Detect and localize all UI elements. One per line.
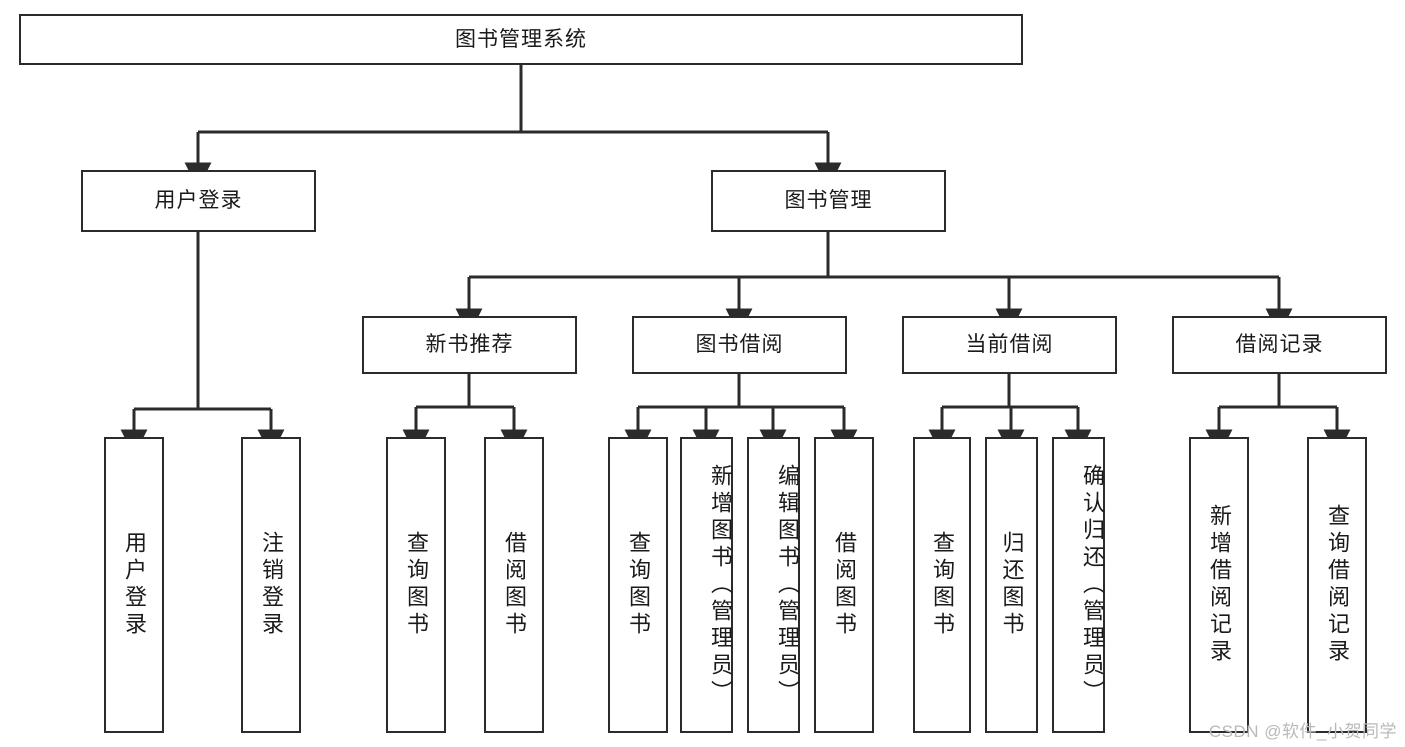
node-label: 查询借阅记录 (1325, 504, 1350, 666)
node-label: 借阅记录 (1235, 333, 1324, 357)
leaf-node-10[interactable]: 确认归还（管理员） (1052, 437, 1105, 733)
node-label: 新书推荐 (425, 333, 514, 357)
leaf-node-12[interactable]: 查询借阅记录 (1307, 437, 1367, 733)
node-label: 图书管理系统 (455, 27, 587, 51)
leaf-node-7[interactable]: 借阅图书 (814, 437, 874, 733)
node-label: 新增借阅记录 (1207, 504, 1232, 666)
node-label: 查询图书 (404, 531, 429, 639)
node-label: 查询图书 (626, 531, 651, 639)
level3-node-2[interactable]: 当前借阅 (902, 316, 1117, 374)
level3-node-0[interactable]: 新书推荐 (362, 316, 577, 374)
node-label: 查询图书 (930, 531, 955, 639)
level3-node-3[interactable]: 借阅记录 (1172, 316, 1387, 374)
leaf-node-11[interactable]: 新增借阅记录 (1189, 437, 1249, 733)
leaf-node-4[interactable]: 查询图书 (608, 437, 668, 733)
csdn-watermark: CSDN @软件_小贺同学 (1208, 722, 1397, 741)
node-label: 归还图书 (999, 531, 1025, 639)
leaf-node-0[interactable]: 用户登录 (104, 437, 164, 733)
leaf-node-9[interactable]: 归还图书 (985, 437, 1038, 733)
root-node-book-management-system[interactable]: 图书管理系统 (19, 14, 1023, 65)
node-label: 当前借阅 (965, 333, 1054, 357)
leaf-node-1[interactable]: 注销登录 (241, 437, 301, 733)
level3-node-1[interactable]: 图书借阅 (632, 316, 847, 374)
leaf-node-6[interactable]: 编辑图书（管理员） (747, 437, 800, 733)
node-label: 注销登录 (259, 531, 284, 639)
leaf-node-8[interactable]: 查询图书 (913, 437, 971, 733)
level2-node-0[interactable]: 用户登录 (81, 170, 316, 232)
node-label: 用户登录 (154, 189, 243, 213)
node-label: 新增图书（管理员） (708, 463, 733, 707)
leaf-node-3[interactable]: 借阅图书 (484, 437, 544, 733)
leaf-node-2[interactable]: 查询图书 (386, 437, 446, 733)
node-label: 用户登录 (122, 531, 147, 639)
level2-node-1[interactable]: 图书管理 (711, 170, 946, 232)
node-label: 图书借阅 (695, 333, 784, 357)
node-label: 确认归还（管理员） (1080, 463, 1105, 707)
node-label: 编辑图书（管理员） (775, 463, 800, 707)
node-label: 借阅图书 (502, 531, 527, 639)
node-label: 图书管理 (784, 189, 873, 213)
leaf-node-5[interactable]: 新增图书（管理员） (680, 437, 733, 733)
node-label: 借阅图书 (832, 531, 857, 639)
